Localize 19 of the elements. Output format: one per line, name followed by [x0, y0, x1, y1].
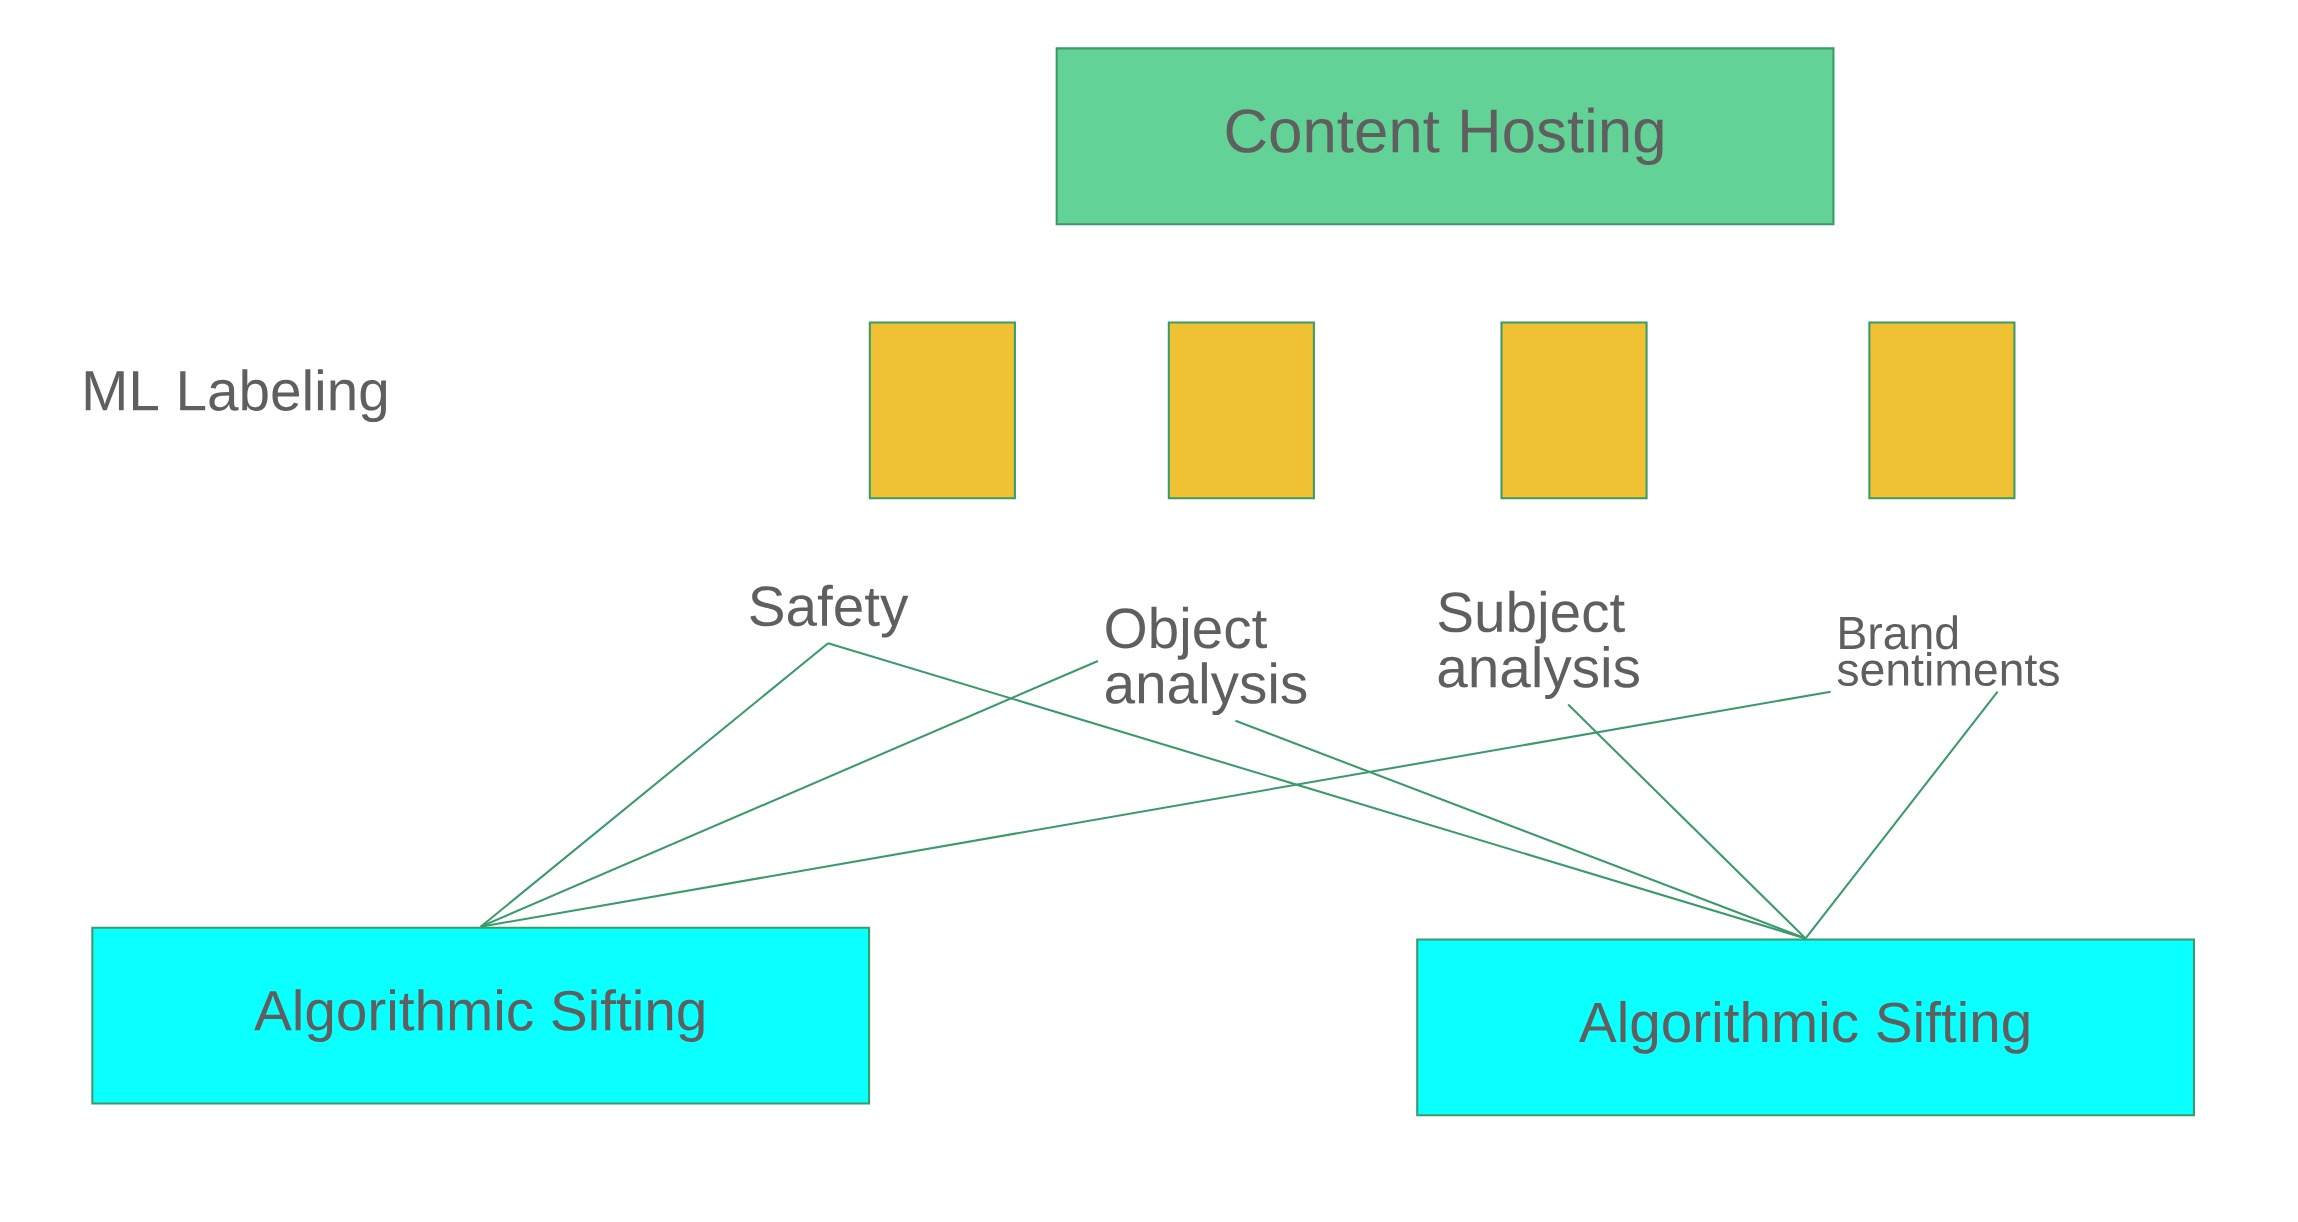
category-label: Object analysis: [1106, 606, 1307, 715]
empty-box: [1167, 321, 1315, 500]
connector-line: [827, 642, 1806, 940]
connector-line: [1567, 703, 1807, 939]
process-box: Algorithmic Sifting: [91, 926, 871, 1105]
connector-line: [1235, 719, 1806, 940]
connector-line: [480, 642, 829, 928]
connector-line: [1804, 690, 1999, 939]
process-box: Algorithmic Sifting: [1416, 938, 2195, 1117]
category-label: Brand sentiments: [1837, 615, 2059, 686]
empty-box: [1500, 321, 1648, 500]
section-label: ML Labeling: [85, 369, 387, 422]
connector-line: [480, 690, 1831, 928]
process-box: Content Hosting: [1055, 47, 1835, 226]
category-label: Safety: [750, 584, 909, 638]
connector-line: [480, 659, 1099, 928]
empty-box: [1868, 321, 2016, 500]
category-label: Subject analysis: [1438, 590, 1639, 699]
empty-box: [868, 321, 1016, 500]
